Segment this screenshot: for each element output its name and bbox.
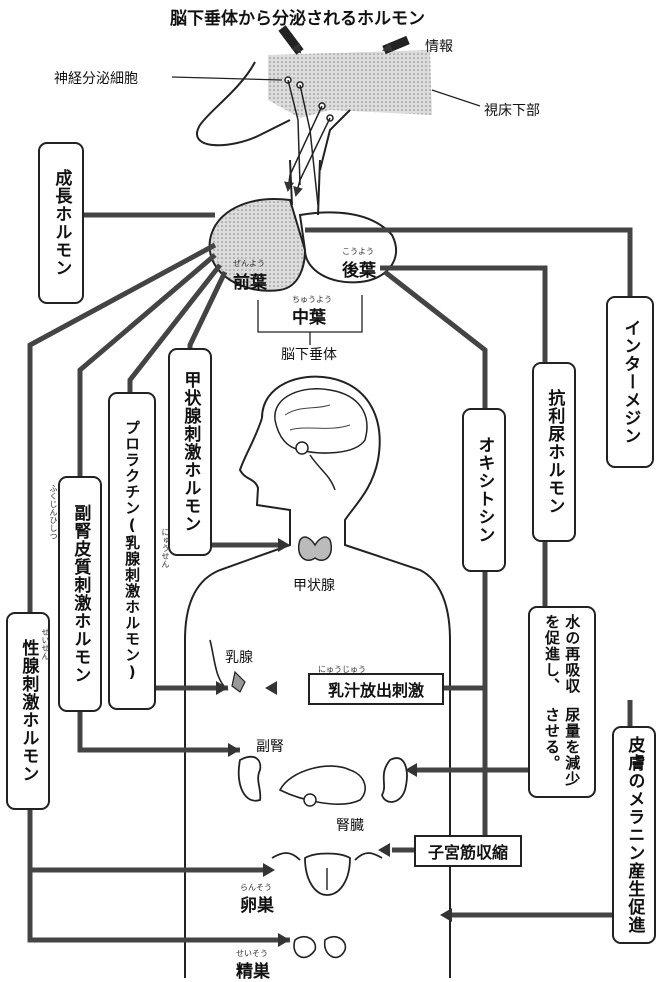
box-water-reabsorption: 水の再吸収を促進し、尿量を減少させる。 xyxy=(528,606,596,798)
label-adrenal: 副腎 xyxy=(256,739,284,755)
box-growth-hormone: 成長ホルモン xyxy=(38,142,84,304)
diagram-title: 脳下垂体から分泌されるホルモン xyxy=(170,9,425,29)
label-info: 情報 xyxy=(425,39,453,55)
thyroid-shape xyxy=(298,536,332,561)
ruby-posterior: こうよう xyxy=(342,247,374,256)
brain-outline xyxy=(196,61,291,147)
label-pituitary: 脳下垂体 xyxy=(281,347,337,363)
kidney-right xyxy=(381,757,408,803)
water-line1: 水の再吸収を促進し、 xyxy=(543,614,582,694)
label-mammary: 乳腺 xyxy=(225,650,253,666)
hormone-arrowheads xyxy=(216,538,452,947)
box-gonadotropin: 性腺刺激ホルモン xyxy=(6,612,50,810)
hypothalamus-region xyxy=(268,50,432,118)
hormone-lines xyxy=(27,212,633,943)
box-oxytocin: オキシトシン xyxy=(462,408,506,572)
box-prolactin: プロラクチン(乳腺刺激ホルモン) xyxy=(108,392,156,710)
ruby-testis: せいそう xyxy=(236,949,268,958)
water-line2: 尿量を減少させる。 xyxy=(543,706,582,787)
ruby-anterior: ぜんよう xyxy=(233,259,265,268)
prolactin-line2: (乳腺刺激ホルモン) xyxy=(123,516,142,682)
prolactin-line1: プロラクチン xyxy=(123,420,142,516)
box-acth: 副腎皮質刺激ホルモン xyxy=(58,476,102,712)
brain-in-head xyxy=(274,388,368,454)
label-intermediate-lobe: 中葉 xyxy=(292,308,326,328)
label-neurosecretory-cell: 神経分泌細胞 xyxy=(54,71,138,87)
label-ovary: 卵巣 xyxy=(240,896,274,916)
mammary-shape xyxy=(231,670,246,693)
label-hypothalamus: 視床下部 xyxy=(484,103,540,119)
box-milk-ejection: 乳汁放出刺激 xyxy=(308,673,444,705)
info-arrow-right xyxy=(382,35,410,55)
box-uterine-contraction: 子宮筋収縮 xyxy=(414,835,522,867)
head-outline xyxy=(184,375,451,978)
ruby-acth: ふくじんひしつ xyxy=(49,484,58,540)
box-antidiuretic-hormone: 抗利尿ホルモン xyxy=(532,362,576,542)
box-intermedin: インターメジン xyxy=(606,296,654,468)
kidney-left xyxy=(237,755,262,802)
ruby-ovary: らんそう xyxy=(240,883,272,892)
label-kidney: 腎臓 xyxy=(336,818,364,834)
box-thyroid-stimulating-hormone: 甲状腺刺激ホルモン xyxy=(168,348,212,556)
label-testis: 精巣 xyxy=(236,962,270,982)
info-arrow-left xyxy=(278,25,304,55)
label-thyroid: 甲状腺 xyxy=(293,578,335,594)
ruby-prolactin: にゅうせん xyxy=(161,528,170,568)
label-anterior-lobe: 前葉 xyxy=(233,273,267,293)
box-melanin: 皮膚のメラニン産生促進 xyxy=(612,726,656,944)
label-posterior-lobe: 後葉 xyxy=(342,261,376,281)
ruby-milk: にゅうじゅう xyxy=(318,665,366,674)
ruby-gonadotropin: せいせん xyxy=(41,628,50,660)
testes-shape xyxy=(293,935,347,959)
ruby-intermediate: ちゅうよう xyxy=(292,295,332,304)
